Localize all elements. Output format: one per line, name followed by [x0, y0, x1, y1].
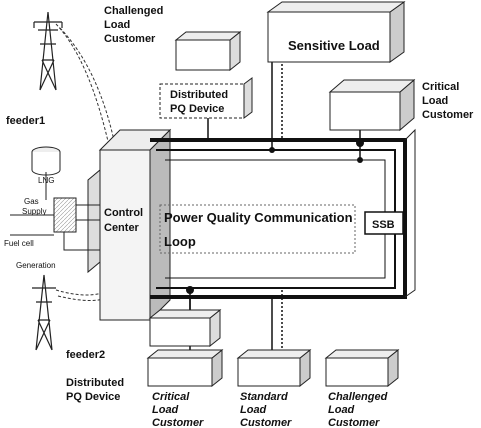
- distributed-pq-top-box: [159, 77, 253, 119]
- feeder2-tower-icon: [32, 274, 56, 351]
- critical-top-label-2: Load: [422, 95, 448, 107]
- challenged-load-bottom-box: [324, 348, 400, 388]
- lng-tank-icon: [31, 146, 61, 176]
- critical-bottom-label-1: Critical: [152, 391, 190, 403]
- pq-loop-label-2: Loop: [164, 234, 196, 249]
- standard-bottom-label-3: Customer: [240, 417, 292, 428]
- challenged-load-top-box: [174, 30, 242, 72]
- control-center-label-2: Center: [104, 222, 140, 234]
- challenged-bottom-label-1: Challenged: [328, 391, 388, 403]
- sensitive-load-box: [266, 1, 406, 63]
- standard-load-bottom-box: [236, 348, 312, 388]
- critical-bottom-label-3: Customer: [152, 417, 204, 428]
- critical-load-top-box: [328, 78, 416, 132]
- communication-loop-dashed: [159, 204, 356, 254]
- gas-supply-label-2: Supply: [22, 207, 46, 216]
- ssb-box: SSB: [364, 211, 404, 235]
- critical-top-label-1: Critical: [422, 81, 459, 93]
- challenged-bottom-label-2: Load: [328, 404, 355, 416]
- lng-label: LNG: [38, 176, 54, 185]
- ssb-label: SSB: [372, 219, 395, 231]
- control-center-label-1: Control: [104, 207, 143, 219]
- distributed-pq-top-label-2: PQ Device: [170, 103, 224, 115]
- challenged-top-label-1: Challenged: [104, 5, 163, 17]
- critical-top-label-3: Customer: [422, 109, 474, 121]
- fuel-cell-label: Fuel cell: [4, 239, 34, 248]
- feeder2-label: feeder2: [66, 349, 105, 361]
- distributed-pq-bottom-box: [148, 308, 222, 348]
- gas-pipes: [10, 172, 54, 236]
- challenged-top-label-3: Customer: [104, 33, 156, 45]
- distributed-pq-top-label-1: Distributed: [170, 89, 228, 101]
- challenged-top-label-2: Load: [104, 19, 130, 31]
- gas-supply-label-1: Gas: [24, 197, 39, 206]
- generation-label: Generation: [16, 261, 56, 270]
- pq-loop-label-1: Power Quality Communication: [164, 210, 353, 225]
- loop-frame: [404, 128, 416, 298]
- feeder1-label: feeder1: [6, 115, 45, 127]
- distributed-pq-bottom-label-2: PQ Device: [66, 391, 120, 403]
- critical-bottom-label-2: Load: [152, 404, 179, 416]
- challenged-bottom-label-3: Customer: [328, 417, 380, 428]
- feeder1-tower-icon: [33, 11, 63, 91]
- standard-bottom-label-2: Load: [240, 404, 267, 416]
- critical-load-bottom-box: [146, 348, 224, 388]
- distributed-pq-bottom-label-1: Distributed: [66, 377, 124, 389]
- standard-bottom-label-1: Standard: [240, 391, 288, 403]
- sensitive-load-label: Sensitive Load: [288, 38, 380, 53]
